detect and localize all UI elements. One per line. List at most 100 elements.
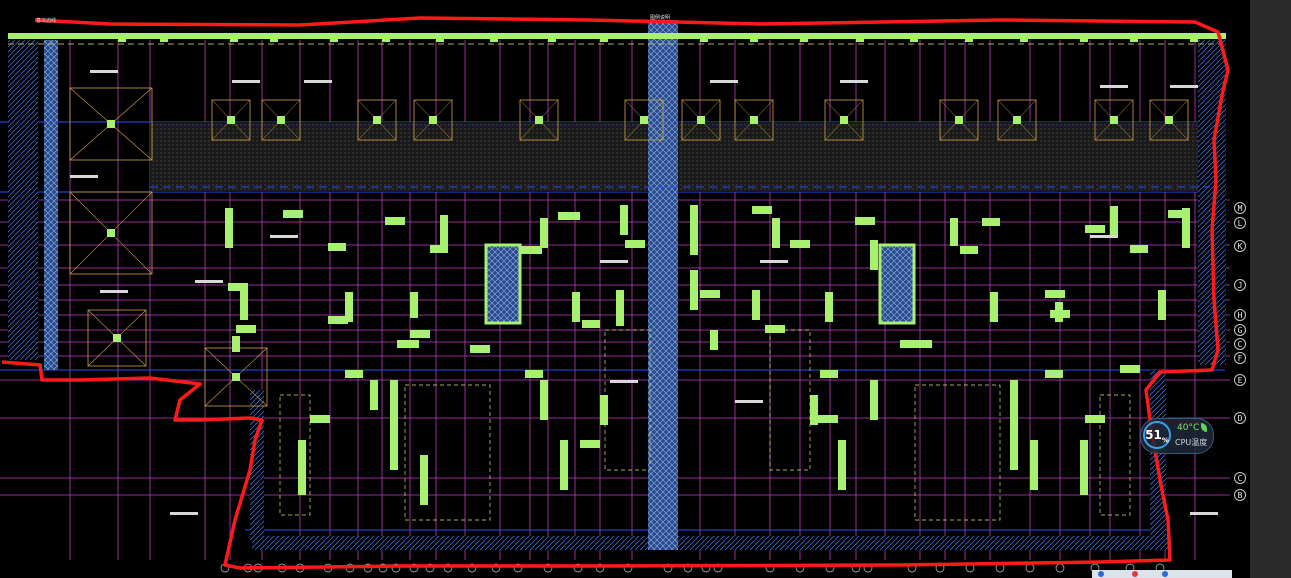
wall-segment bbox=[1085, 225, 1105, 233]
pile-cap bbox=[1149, 99, 1189, 141]
column bbox=[277, 116, 285, 124]
wall-segment bbox=[855, 217, 875, 225]
wall-column bbox=[330, 34, 338, 42]
wall-segment bbox=[328, 316, 348, 324]
axis-bubble bbox=[467, 563, 477, 573]
wall-segment bbox=[1182, 208, 1190, 248]
pile-cap bbox=[69, 191, 153, 275]
column bbox=[750, 116, 758, 124]
wall-segment bbox=[582, 320, 600, 328]
axis-bubble bbox=[543, 563, 553, 573]
wall-segment bbox=[820, 370, 838, 378]
pile-cap bbox=[357, 99, 397, 141]
text-annotation bbox=[1170, 85, 1198, 88]
taskbar-icon[interactable] bbox=[1098, 571, 1104, 577]
wall-segment bbox=[1050, 310, 1070, 318]
text-annotation bbox=[710, 80, 738, 83]
pile-cap bbox=[69, 87, 153, 161]
wall-segment bbox=[228, 283, 248, 291]
column bbox=[113, 334, 121, 342]
wall-segment bbox=[236, 325, 256, 333]
cpu-usage-ring: 51% bbox=[1143, 421, 1171, 449]
column bbox=[1110, 116, 1118, 124]
left-retaining-hatch bbox=[8, 40, 38, 360]
wall-column bbox=[1130, 34, 1138, 42]
axis-bubble bbox=[573, 563, 583, 573]
wall-segment bbox=[950, 218, 958, 246]
wall-column bbox=[270, 34, 278, 42]
taskbar-icon[interactable] bbox=[1162, 571, 1168, 577]
wall-column bbox=[490, 34, 498, 42]
text-annotation bbox=[610, 380, 638, 383]
text-annotation bbox=[100, 290, 128, 293]
wall-segment bbox=[370, 380, 378, 410]
axis-bubble-j: J bbox=[1234, 279, 1246, 291]
wall-segment bbox=[1110, 206, 1118, 236]
pile-cap bbox=[824, 99, 864, 141]
wall-segment bbox=[470, 345, 490, 353]
wall-segment bbox=[420, 455, 428, 505]
pile-cap bbox=[261, 99, 301, 141]
wall-segment bbox=[625, 240, 645, 248]
elevator-core-right bbox=[878, 243, 916, 325]
axis-bubble-f: F bbox=[1234, 352, 1246, 364]
column bbox=[429, 116, 437, 124]
wall-segment bbox=[1045, 290, 1065, 298]
taskbar-fragment[interactable] bbox=[1092, 570, 1232, 578]
wall-segment bbox=[1130, 245, 1148, 253]
central-post-cast-strip bbox=[648, 20, 678, 550]
axis-bubble bbox=[623, 563, 633, 573]
wall-segment bbox=[765, 325, 785, 333]
axis-bubble bbox=[513, 563, 523, 573]
text-annotation bbox=[170, 512, 198, 515]
wall-segment bbox=[960, 246, 978, 254]
pile-cap bbox=[734, 99, 774, 141]
wall-segment bbox=[232, 336, 240, 352]
axis-bubble-d: D bbox=[1234, 412, 1246, 424]
wall-segment bbox=[525, 370, 543, 378]
column bbox=[107, 229, 115, 237]
wall-segment bbox=[772, 218, 780, 248]
cad-drawing-canvas[interactable] bbox=[0, 0, 1250, 578]
wall-segment bbox=[560, 440, 568, 490]
text-annotation bbox=[270, 235, 298, 238]
wall-segment bbox=[397, 340, 419, 348]
wall-column bbox=[436, 34, 444, 42]
excavation-boundary-red bbox=[1, 16, 1230, 570]
wall-column bbox=[230, 34, 238, 42]
wall-column bbox=[910, 34, 918, 42]
column bbox=[640, 116, 648, 124]
wall-segment bbox=[1030, 440, 1038, 490]
left-blue-strip bbox=[44, 40, 58, 370]
taskbar-icon[interactable] bbox=[1132, 571, 1138, 577]
wall-segment bbox=[310, 415, 330, 423]
pile-cap bbox=[1094, 99, 1134, 141]
axis-bubble-c: C bbox=[1234, 472, 1246, 484]
wall-segment bbox=[1010, 380, 1018, 470]
left-pile-caps bbox=[69, 87, 268, 407]
text-annotation bbox=[90, 70, 118, 73]
wall-column bbox=[1080, 34, 1088, 42]
wall-segment bbox=[690, 205, 698, 255]
pile-cap bbox=[939, 99, 979, 141]
bottom-right-wall-hatch bbox=[1150, 370, 1166, 540]
column bbox=[1165, 116, 1173, 124]
axis-bubble-c: C bbox=[1234, 338, 1246, 350]
wall-segment bbox=[752, 290, 760, 320]
axis-bubble-e: E bbox=[1234, 374, 1246, 386]
text-annotation bbox=[70, 175, 98, 178]
column bbox=[232, 373, 240, 381]
wall-segment bbox=[580, 440, 600, 448]
axis-bubble-g: G bbox=[1234, 324, 1246, 336]
wall-segment bbox=[440, 215, 448, 245]
cpu-monitor-widget[interactable]: 51% 40°C CPU温度 bbox=[1140, 418, 1214, 454]
pile-cap bbox=[681, 99, 721, 141]
bottom-hatch bbox=[252, 536, 1170, 550]
column bbox=[1013, 116, 1021, 124]
axis-bubble bbox=[1025, 563, 1035, 573]
column bbox=[107, 120, 115, 128]
axis-bubble-m: M bbox=[1234, 202, 1246, 214]
wall-segment bbox=[385, 217, 405, 225]
text-annotation bbox=[1190, 512, 1218, 515]
